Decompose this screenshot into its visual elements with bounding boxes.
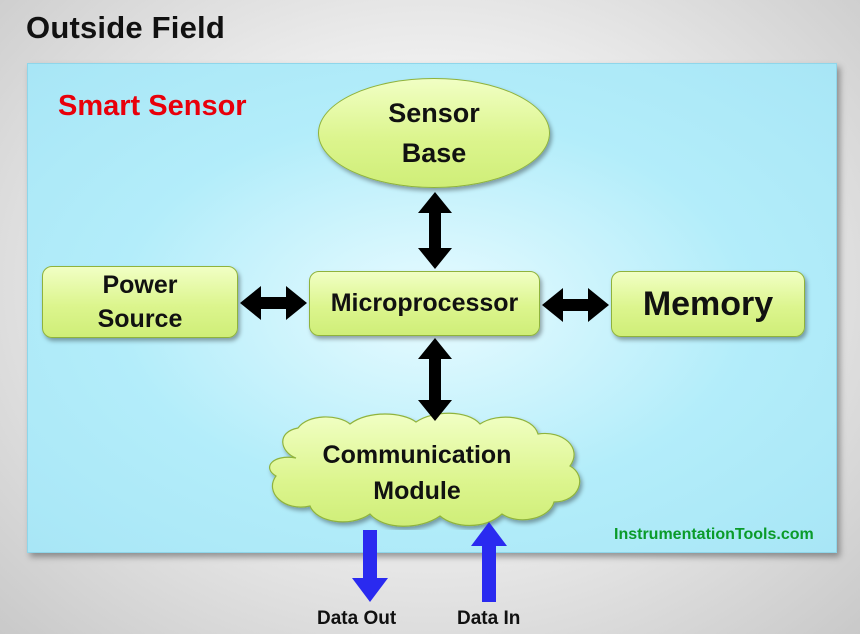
- communication-module-label: Communication Module: [322, 441, 512, 505]
- sensor-base-node: Sensor Base: [318, 78, 550, 188]
- data-out-label: Data Out: [317, 608, 397, 629]
- power-micro-arrow: [240, 286, 307, 320]
- memory-node: Memory: [611, 271, 805, 337]
- sensor-micro-arrow: [418, 192, 452, 269]
- communication-module-cloud: [269, 412, 581, 527]
- micro-comm-arrow: [418, 338, 452, 421]
- micro-memory-arrow: [542, 288, 609, 322]
- power-source-node: Power Source: [42, 266, 238, 338]
- watermark-text: InstrumentationTools.com: [614, 526, 814, 543]
- data-out-arrow: [352, 530, 388, 602]
- microprocessor-node: Microprocessor: [309, 271, 540, 336]
- diagram-subtitle: Smart Sensor: [58, 90, 247, 122]
- page-title: Outside Field: [26, 10, 225, 45]
- data-in-label: Data In: [457, 608, 521, 629]
- data-in-arrow: [471, 522, 507, 602]
